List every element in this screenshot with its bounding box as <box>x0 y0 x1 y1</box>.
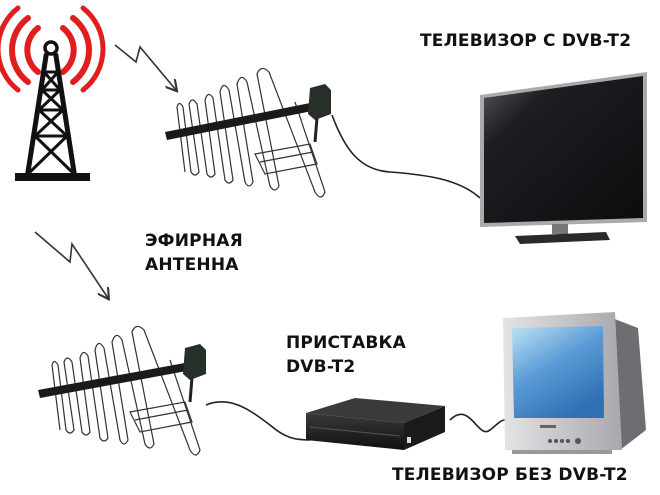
label-settop-line2: DVB-T2 <box>286 357 356 377</box>
antenna-icon <box>38 325 206 456</box>
antenna-icon <box>165 67 331 198</box>
crt-tv-icon <box>503 312 646 454</box>
label-antenna-line1: ЭФИРНАЯ <box>145 231 243 251</box>
signal-arrow-icon <box>114 44 176 90</box>
broadcast-tower-icon <box>0 5 106 181</box>
label-settop-line1: ПРИСТАВКА <box>286 333 406 353</box>
lcd-tv-icon <box>480 72 647 244</box>
coax-cable <box>205 114 506 441</box>
label-tv-with-dvbt2: ТЕЛЕВИЗОР С DVB-T2 <box>420 31 632 51</box>
label-antenna-line2: АНТЕННА <box>145 255 239 275</box>
signal-arrow-icon <box>34 231 108 298</box>
set-top-box-icon <box>306 398 445 450</box>
label-tv-without-dvbt2: ТЕЛЕВИЗОР БЕЗ DVB-T2 <box>392 465 628 485</box>
